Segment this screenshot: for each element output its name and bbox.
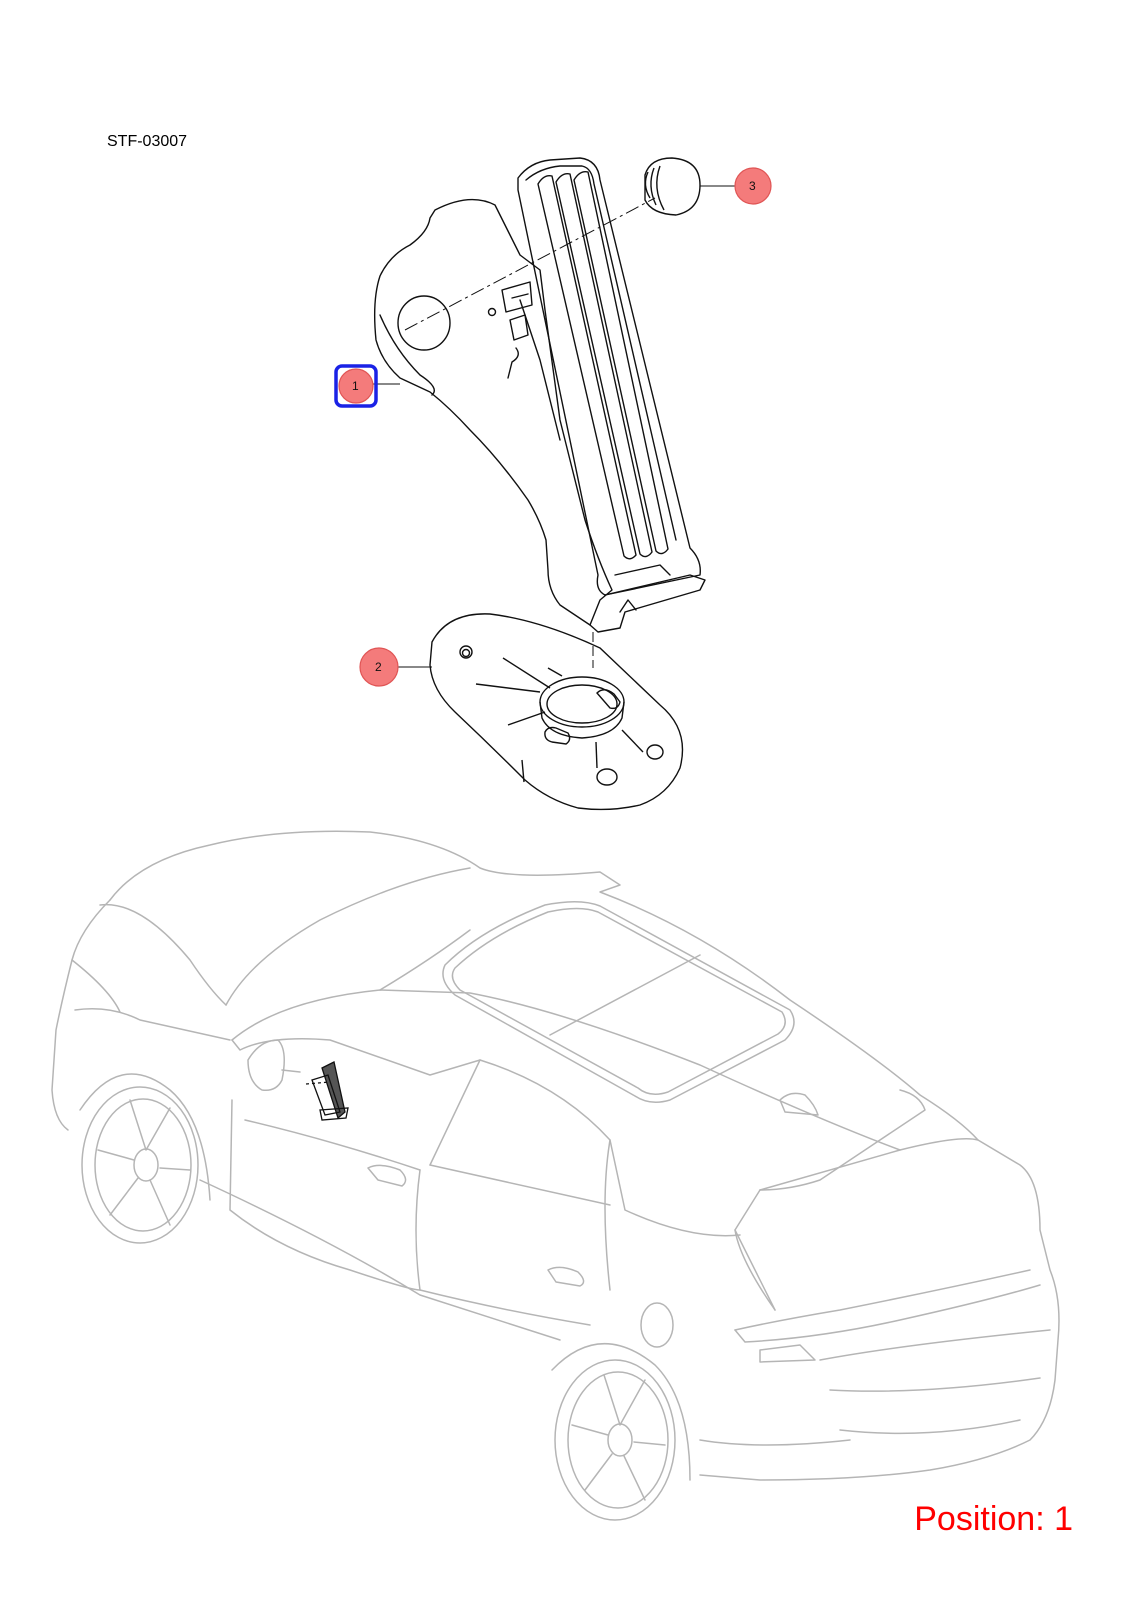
callout-2-label: 2 [375,660,382,674]
callout-1-selection [334,364,378,408]
position-label: Position: 1 [914,1500,1073,1538]
callout-3[interactable]: 3 [734,167,772,205]
pedal-location-marker [305,1061,349,1121]
callout-3-label: 3 [749,179,756,193]
callout-1[interactable]: 1 [334,364,378,408]
callout-1-label: 1 [352,379,359,393]
pedal-stopper-drawing [644,157,701,216]
vehicle-location-drawing [51,830,1060,1521]
assembly-axis-line [404,197,656,331]
callout-2[interactable]: 2 [359,647,399,687]
base-plate-drawing [429,613,684,811]
diagram-code: STF-03007 [107,133,188,150]
accelerator-pedal-drawing [373,157,706,633]
